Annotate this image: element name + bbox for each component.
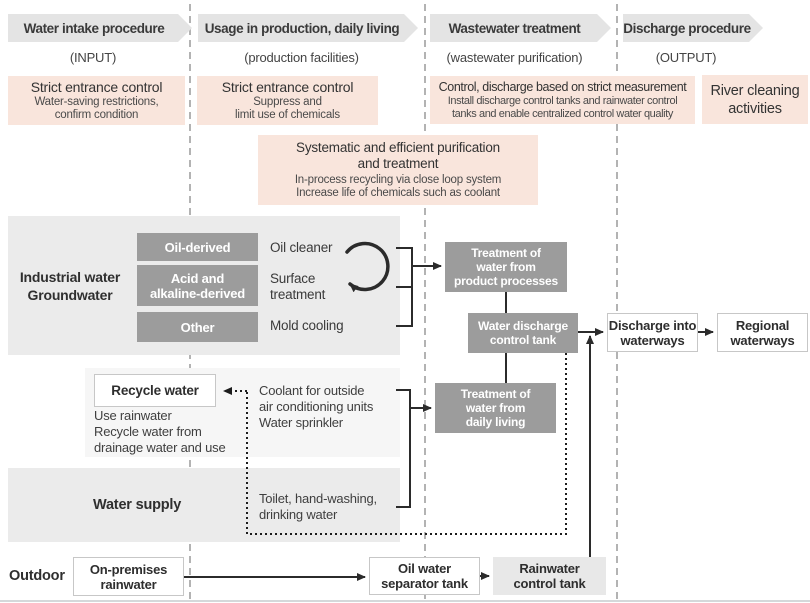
- stage-header-wastewater: Wastewater treatment: [430, 14, 611, 42]
- note-river-cleaning: River cleaning activities: [702, 75, 808, 124]
- stage-subtitle-purification: (wastewater purification): [446, 50, 583, 65]
- process-label-mold-cooling: Mold cooling: [270, 318, 344, 333]
- stage-header-label: Water intake procedure: [23, 20, 165, 36]
- recycle-usage-text: Use rainwater Recycle water from drainag…: [94, 408, 226, 455]
- note-water-intake: Strict entrance control Water-saving res…: [8, 76, 185, 125]
- stage-header-label: Wastewater treatment: [448, 20, 581, 36]
- recycle-water-box: Recycle water: [94, 374, 216, 407]
- oil-water-separator-tank-box: Oil water separator tank: [369, 557, 480, 595]
- note-title: Systematic and efficient purification an…: [296, 139, 500, 171]
- bottom-edge-rule: [0, 600, 810, 602]
- stage-header-discharge: Discharge procedure: [623, 14, 763, 42]
- note-title: Control, discharge based on strict measu…: [438, 80, 687, 94]
- daily-living-collector-lines: [396, 389, 432, 508]
- water-discharge-control-tank-box: Water discharge control tank: [468, 313, 578, 353]
- treatment-box-daily-living: Treatment of water from daily living: [435, 383, 556, 433]
- coolant-sprinkler-text: Coolant for outside air conditioning uni…: [259, 383, 374, 430]
- stage-header-water-intake: Water intake procedure: [8, 14, 192, 42]
- stage-header-label: Usage in production, daily living: [204, 20, 400, 36]
- stage-subtitle-production: (production facilities): [244, 50, 359, 65]
- note-title: River cleaning activities: [710, 82, 800, 117]
- note-usage: Strict entrance control Suppress and lim…: [197, 76, 378, 125]
- regional-waterways-box: Regional waterways: [717, 313, 808, 352]
- note-body: Suppress and limit use of chemicals: [235, 95, 340, 122]
- toilet-handwashing-text: Toilet, hand-washing, drinking water: [259, 491, 377, 522]
- note-body: In-process recycling via close loop syst…: [294, 173, 502, 200]
- category-chip-acid-alkaline: Acid and alkaline-derived: [137, 265, 258, 306]
- treatment-box-product-processes: Treatment of water from product processe…: [445, 242, 567, 292]
- note-title: Strict entrance control: [30, 78, 163, 95]
- water-supply-label: Water supply: [93, 497, 182, 513]
- stage-header-usage: Usage in production, daily living: [198, 14, 418, 42]
- stage-header-label: Discharge procedure: [623, 20, 751, 36]
- note-wastewater: Control, discharge based on strict measu…: [430, 76, 695, 124]
- rainwater-control-tank-box: Rainwater control tank: [493, 557, 606, 595]
- on-premises-rainwater-box: On-premises rainwater: [73, 557, 184, 596]
- discharge-into-waterways-box: Discharge into waterways: [607, 313, 698, 352]
- note-body: Water-saving restrictions, confirm condi…: [34, 95, 159, 122]
- note-body: Install discharge control tanks and rain…: [447, 95, 678, 120]
- category-chip-other: Other: [137, 312, 258, 342]
- process-label-surface-treatment: Surface treatment: [270, 271, 326, 302]
- note-title: Strict entrance control: [221, 78, 354, 95]
- outdoor-label: Outdoor: [9, 568, 65, 584]
- process-label-oil-cleaner: Oil cleaner: [270, 240, 333, 255]
- stage-subtitle-output: (OUTPUT): [655, 50, 717, 65]
- discharge-flow-lines: [578, 328, 714, 557]
- stage-subtitle-input: (INPUT): [69, 50, 117, 65]
- industrial-water-label: Industrial water Groundwater: [19, 269, 121, 303]
- note-purification-treatment: Systematic and efficient purification an…: [258, 135, 538, 205]
- category-chip-oil-derived: Oil-derived: [137, 233, 258, 261]
